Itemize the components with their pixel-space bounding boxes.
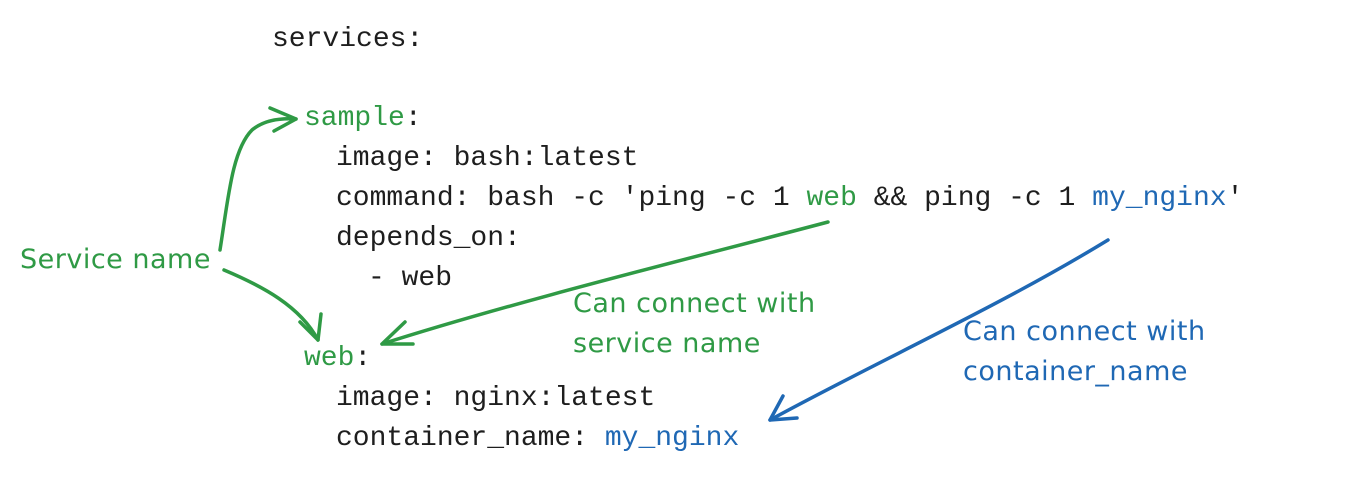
command-suffix: '	[1226, 183, 1244, 214]
connect-service-line2: service name	[573, 328, 761, 359]
connect-container-line2: container_name	[963, 356, 1189, 387]
connect-service-annotation: Can connect with service name	[573, 284, 816, 364]
arrow-command-web-to-service-head	[380, 320, 415, 346]
arrow-to-web-from-label-head	[298, 312, 323, 342]
sample-service-name: sample	[304, 103, 405, 134]
web-container-line: container_name: my_nginx	[336, 419, 739, 459]
container-name-value: my_nginx	[604, 423, 740, 454]
command-prefix: command: bash -c 'ping -c 1	[336, 183, 807, 214]
command-mid: && ping -c 1	[856, 183, 1093, 214]
arrow-to-sample-head	[268, 106, 298, 133]
connect-container-line1: Can connect with	[963, 316, 1206, 347]
web-service-name: web	[304, 343, 355, 374]
service-name-annotation: Service name	[20, 244, 211, 275]
web-image-line: image: nginx:latest	[336, 383, 656, 414]
arrow-nginx-to-container	[768, 238, 1110, 422]
web-colon: :	[354, 343, 372, 374]
sample-image-line: image: bash:latest	[336, 143, 639, 174]
sample-command-line: command: bash -c 'ping -c 1 web && ping …	[336, 179, 1243, 219]
services-label: services:	[272, 24, 424, 55]
sample-service-line: sample:	[304, 99, 422, 139]
services-key: services:	[272, 20, 423, 60]
arrow-to-sample	[218, 117, 298, 252]
connect-container-annotation: Can connect with container_name	[963, 312, 1206, 392]
sample-colon: :	[404, 103, 422, 134]
command-nginx-target: my_nginx	[1092, 183, 1227, 214]
container-name-key: container_name:	[336, 423, 605, 454]
arrow-nginx-to-container-head	[768, 394, 799, 422]
depends-on-line: depends_on:	[336, 223, 521, 254]
web-service-line: web:	[304, 339, 371, 379]
arrow-to-web-from-label	[222, 268, 320, 342]
connect-service-line1: Can connect with	[573, 288, 816, 319]
depends-on-item: - web	[368, 263, 453, 294]
command-web-target: web	[806, 183, 857, 214]
arrow-command-web-to-service	[380, 220, 830, 346]
